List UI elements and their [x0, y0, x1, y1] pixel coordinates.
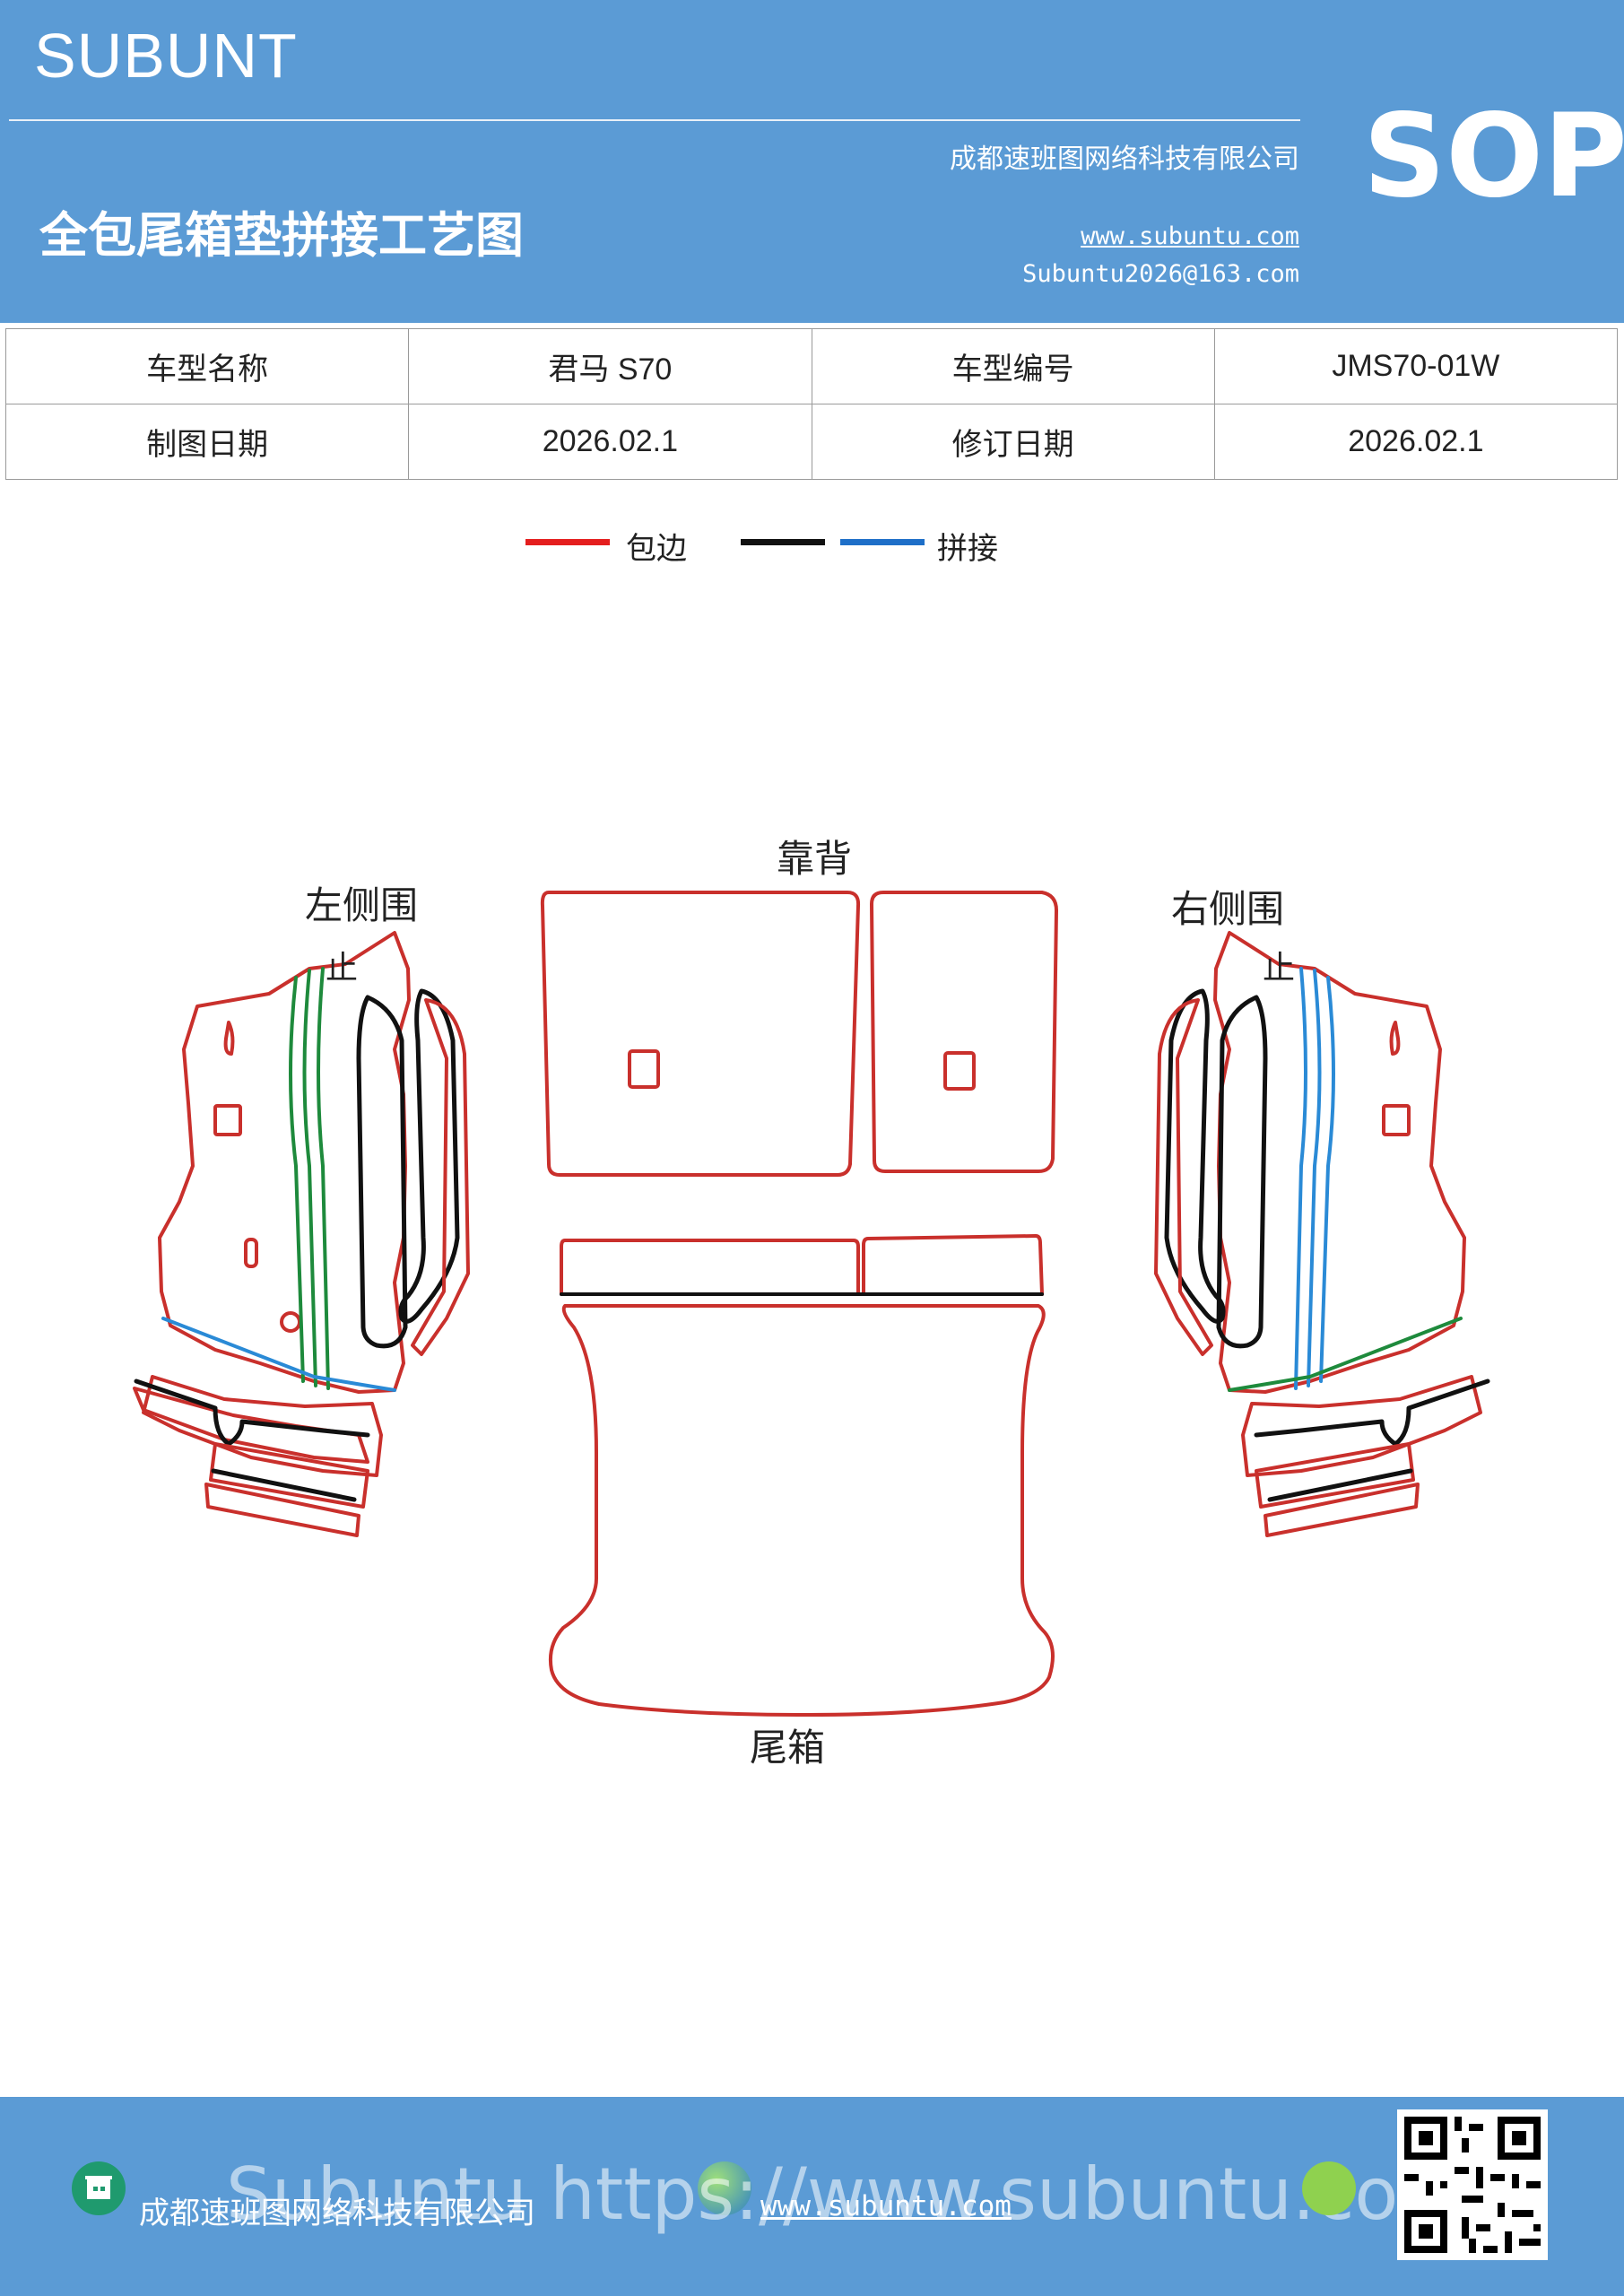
- footer-banner: 成都速班图网络科技有限公司 www.subuntu.com Subuntu ht…: [0, 2097, 1624, 2296]
- legend-splice-swatch: [840, 539, 925, 545]
- trunk-floor-panel: [548, 1304, 1055, 1717]
- right-stop-mark: 止: [1263, 950, 1296, 987]
- left-stop-mark: 止: [326, 950, 359, 987]
- draw-date-label: 制图日期: [4, 404, 410, 480]
- backrest-right-panel: [870, 891, 1058, 1173]
- footer-website-link[interactable]: www.subuntu.com: [760, 2190, 1012, 2222]
- header-company: 成都速班图网络科技有限公司: [950, 144, 1299, 175]
- revise-date-label: 修订日期: [811, 404, 1215, 480]
- legend-edge-label: 包边: [626, 531, 687, 567]
- model-name-value: 君马 S70: [408, 328, 812, 404]
- right-side-panel: [1154, 931, 1490, 1537]
- vehicle-info-table: 车型名称 君马 S70 车型编号 JMS70-01W 制图日期 2026.02.…: [4, 328, 1619, 480]
- draw-date-value: 2026.02.1: [408, 404, 812, 480]
- header-website-link[interactable]: www.subuntu.com: [1081, 222, 1299, 250]
- footer-watermark: Subuntu https://www.subuntu.com: [226, 2152, 1469, 2236]
- legend: 包边 拼接: [0, 520, 1624, 574]
- header-banner: SUBUNT SOP 全包尾箱垫拼接工艺图 成都速班图网络科技有限公司 www.…: [0, 0, 1624, 323]
- right-side-label: 右侧围: [1171, 887, 1285, 931]
- model-code-label: 车型编号: [811, 328, 1215, 404]
- legend-edge-swatch: [525, 539, 610, 545]
- wechat-icon: [1302, 2161, 1356, 2215]
- page-title: 全包尾箱垫拼接工艺图: [39, 207, 524, 264]
- footer-company: 成都速班图网络科技有限公司: [139, 2196, 535, 2231]
- model-name-label: 车型名称: [4, 328, 410, 404]
- globe-icon: [698, 2161, 751, 2215]
- legend-black-swatch: [741, 539, 825, 545]
- trunk-label: 尾箱: [750, 1726, 826, 1770]
- legend-splice-label: 拼接: [937, 531, 998, 567]
- backrest-left-panel: [540, 891, 861, 1177]
- model-code-value: JMS70-01W: [1213, 328, 1619, 404]
- revise-date-value: 2026.02.1: [1213, 404, 1619, 480]
- header-email: Subuntu2026@163.com: [1022, 260, 1299, 288]
- left-side-panel: [133, 931, 470, 1537]
- brand-logo-text: SUBUNT: [34, 21, 298, 91]
- sop-label: SOP: [1363, 90, 1624, 223]
- qr-code[interactable]: [1397, 2109, 1548, 2260]
- bumper-strips: [560, 1234, 1044, 1296]
- table-row: 车型名称 君马 S70 车型编号 JMS70-01W: [4, 328, 1619, 404]
- table-row: 制图日期 2026.02.1 修订日期 2026.02.1: [4, 404, 1619, 480]
- header-divider: [9, 119, 1300, 121]
- backrest-label: 靠背: [777, 837, 853, 881]
- building-icon: [72, 2161, 126, 2215]
- left-side-label: 左侧围: [305, 883, 419, 927]
